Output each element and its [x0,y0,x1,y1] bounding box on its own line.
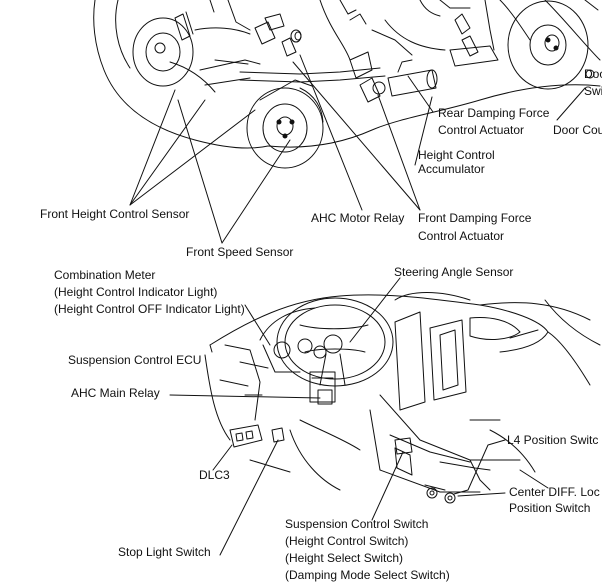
label-suspension-switch-3: (Height Select Switch) [285,551,404,565]
label-height-accumulator-2: Accumulator [418,162,485,176]
label-rear-damping-2: Control Actuator [438,123,525,137]
label-combination-meter-3: (Height Control OFF Indicator Light) [54,302,245,316]
label-height-accumulator-1: Height Control [418,148,495,162]
label-front-damping-2: Control Actuator [418,229,505,243]
label-suspension-switch-4: (Damping Mode Select Switch) [285,568,450,582]
leader-lines-top [129,54,586,244]
label-door-switch-1: Doo [584,67,602,81]
label-rear-damping-1: Rear Damping Force [438,106,550,120]
label-dlc3: DLC3 [199,468,230,482]
label-door-courtesy: Door Cou [553,123,602,137]
label-stop-light-switch: Stop Light Switch [118,545,211,559]
label-center-diff-2: Position Switch [509,501,591,515]
label-combination-meter-1: Combination Meter [54,268,156,282]
label-suspension-ecu: Suspension Control ECU [68,353,202,367]
label-ahc-main-relay: AHC Main Relay [71,386,160,400]
label-suspension-switch-1: Suspension Control Switch [285,517,429,531]
label-steering-angle-sensor: Steering Angle Sensor [394,265,514,279]
label-combination-meter-2: (Height Control Indicator Light) [54,285,218,299]
label-door-switch-2: Swi [584,84,602,98]
label-front-damping-1: Front Damping Force [418,211,532,225]
label-suspension-switch-2: (Height Control Switch) [285,534,409,548]
dashboard-drawing [204,292,601,504]
label-ahc-motor-relay: AHC Motor Relay [311,211,405,225]
label-front-speed-sensor: Front Speed Sensor [186,245,294,259]
leader-lines-bottom [169,277,506,556]
label-front-height-sensor: Front Height Control Sensor [40,207,190,221]
label-l4-position-switch: L4 Position Switc [507,433,599,447]
label-center-diff-1: Center DIFF. Loc [509,485,600,499]
chassis-drawing [93,0,601,169]
